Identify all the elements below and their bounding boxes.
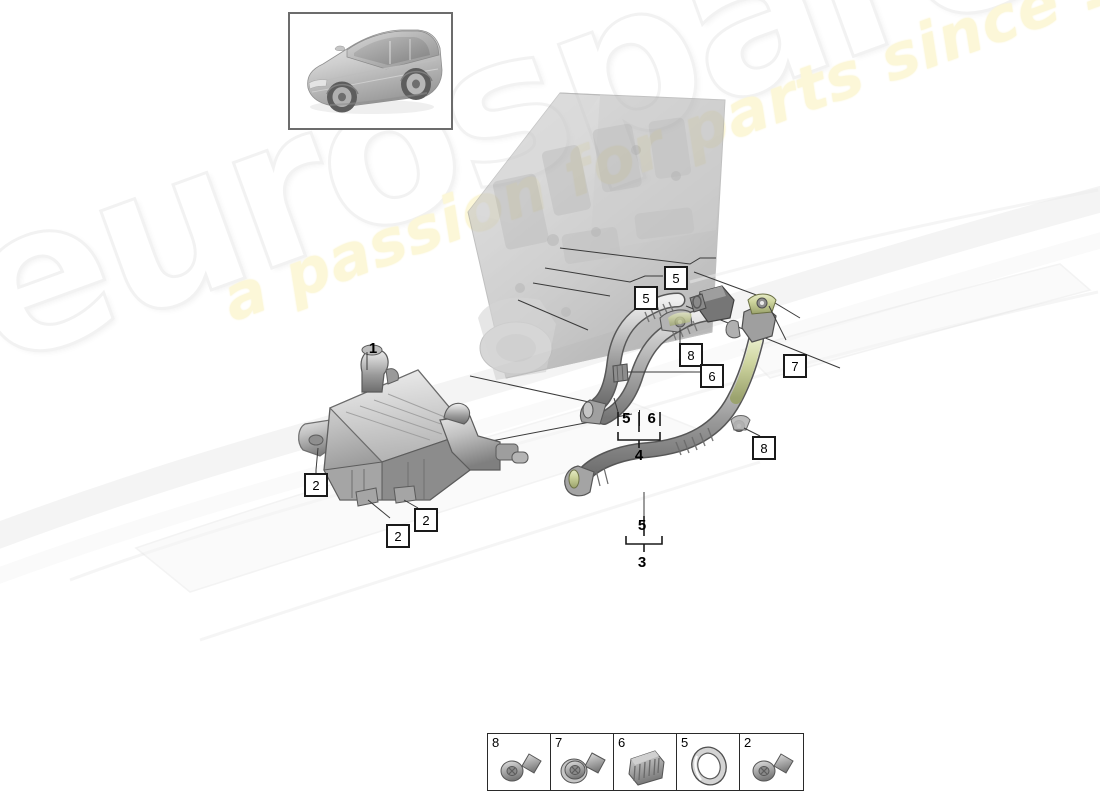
callout-label-5[interactable]: 5: [634, 286, 658, 310]
group-total-label: 3: [637, 554, 647, 571]
bolt-icon: [500, 753, 542, 782]
flange-bolt-icon: [560, 752, 606, 784]
legend-item-2[interactable]: 2: [740, 734, 803, 790]
legend-item-8[interactable]: 8: [488, 734, 551, 790]
group-member-label: 6: [647, 409, 656, 427]
legend-item-5[interactable]: 5: [677, 734, 740, 790]
callout-label-6[interactable]: 6: [700, 364, 724, 388]
callout-label-8[interactable]: 8: [679, 343, 703, 367]
hardware-legend: 8 7 6 5 2: [487, 733, 804, 791]
callout-label-5[interactable]: 5: [664, 266, 688, 290]
callout-label-2[interactable]: 2: [304, 473, 328, 497]
group-total-label: 4: [634, 447, 644, 464]
legend-item-number: 5: [681, 735, 689, 750]
legend-item-number: 2: [744, 735, 752, 750]
seal-ring-icon: [691, 746, 727, 786]
callout-label-2[interactable]: 2: [386, 524, 410, 548]
callout-label-2[interactable]: 2: [414, 508, 438, 532]
legend-item-number: 6: [618, 735, 626, 750]
group-member-label: 5: [622, 409, 631, 427]
clamp-icon: [628, 750, 665, 786]
group-member-label: 5: [637, 516, 647, 534]
legend-item-number: 8: [492, 735, 500, 750]
callout-label-1[interactable]: 1: [368, 339, 378, 357]
vehicle-illustration: [307, 29, 443, 114]
vehicle-thumbnail-box: [288, 12, 453, 130]
legend-item-7[interactable]: 7: [551, 734, 614, 790]
callout-label-8[interactable]: 8: [752, 436, 776, 460]
legend-item-number: 7: [555, 735, 563, 750]
callout-label-7[interactable]: 7: [783, 354, 807, 378]
group-separator: [638, 410, 640, 426]
legend-item-6[interactable]: 6: [614, 734, 677, 790]
bolt-icon: [752, 753, 794, 782]
